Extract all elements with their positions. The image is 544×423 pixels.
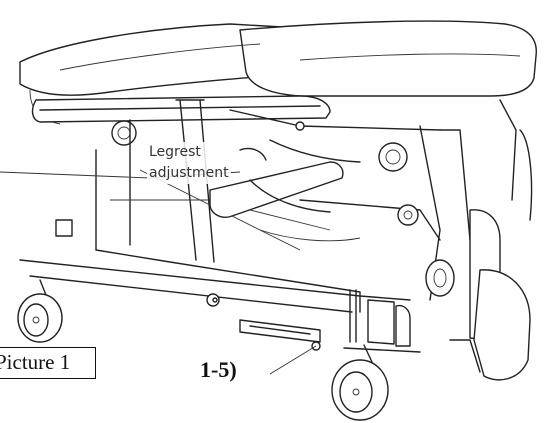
caster-wheel-icon-back [425,259,455,297]
legrest-label-line-1: Legrest [149,144,201,160]
lower-assembly [55,219,421,353]
legrest-label-line-2: adjustment [149,165,229,181]
backrest-side [449,99,533,381]
legrest-mechanism [209,147,441,242]
picture-caption: Picture 1 [0,347,96,379]
part-number-label: 1-5) [200,357,237,382]
main-frame [19,99,471,313]
caster-wheel-icon-left [17,279,63,343]
legrest-adjustment-label: Legrest adjustment [147,142,231,184]
caster-wheel-icon-right [331,344,389,421]
part-leader-line [269,345,317,375]
seat-cushions [19,20,537,125]
